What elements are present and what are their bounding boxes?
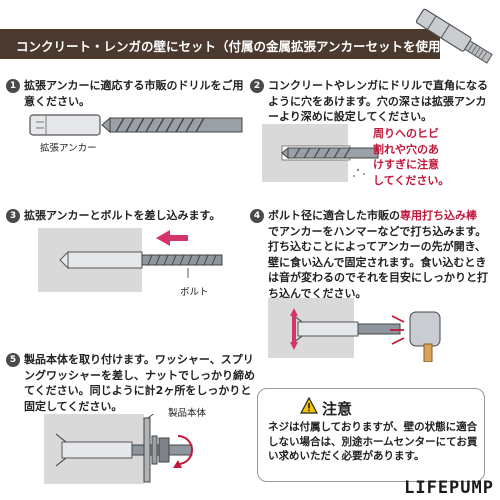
crack-warning-note: 周りへのヒビ 割れや穴のあ けすぎに注意 してください。 [373, 127, 450, 187]
drilling-illustration [281, 145, 379, 177]
warning-icon [300, 397, 318, 414]
step-5-number: 5 [6, 353, 20, 367]
fastening-illustration [55, 414, 193, 483]
anchor-and-drill-illustration [29, 114, 243, 136]
anchor-insertion-illustration [59, 230, 223, 278]
step-2-number: 2 [250, 79, 264, 93]
caution-text: ネジは付属しておりますが、壁の状態に適合しない場合は、別途ホームセンターにてお買… [268, 421, 478, 462]
hammering-illustration [290, 308, 441, 362]
product-body-label: 製品本体 [168, 408, 207, 419]
hammer-rod-highlight: 専用打ち込み棒 [400, 209, 477, 222]
bolt-label: ボルト [180, 287, 209, 298]
step-1-number: 1 [6, 79, 20, 93]
anchor-bolt-illustration [415, 8, 493, 64]
section-banner [0, 29, 440, 59]
anchor-label: 拡張アンカー [40, 143, 97, 154]
banner-title: コンクリート・レンガの壁にセット（付属の金属拡張アンカーセットを使用） [16, 39, 454, 54]
watermark: LIFEPUMP [404, 478, 494, 498]
caution-title: 注意 [322, 400, 353, 418]
caution-box [257, 388, 485, 482]
step-3-number: 3 [6, 209, 20, 223]
step-4-number: 4 [250, 209, 264, 223]
